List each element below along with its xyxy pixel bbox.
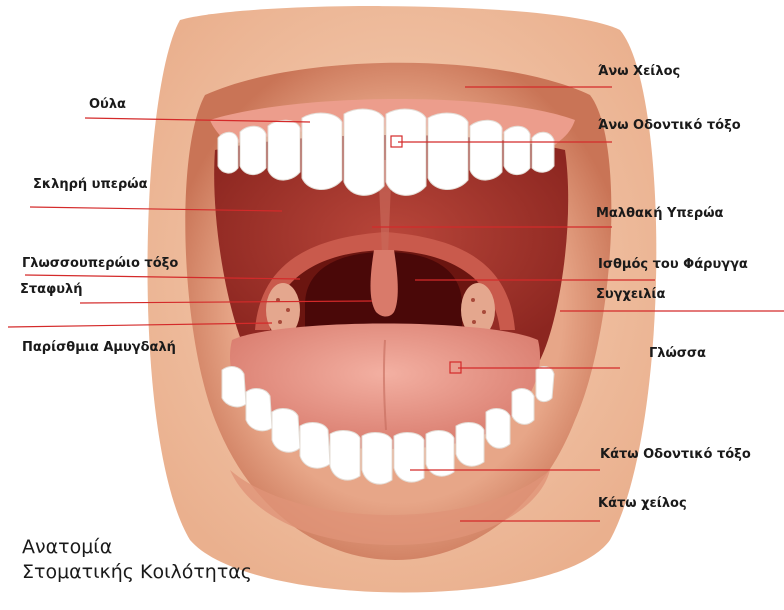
- uvula: [371, 250, 398, 317]
- label-ano-xeilos: Άνω Χείλος: [598, 64, 680, 80]
- title-line-2: Στοματικής Κοιλότητας: [22, 560, 252, 585]
- label-sygxeilia: Συγχειλία: [596, 287, 665, 303]
- label-paristhmia-amygdali: Παρίσθμια Αμυγδαλή: [22, 340, 176, 356]
- label-stafyli: Σταφυλή: [20, 282, 83, 298]
- label-glossoyperoio-toxo: Γλωσσουπερώιο τόξο: [22, 256, 178, 272]
- label-kato-xeilos: Κάτω χείλος: [598, 496, 687, 512]
- label-glossa: Γλώσσα: [649, 346, 706, 362]
- label-kato-odontiko-toxo: Κάτω Οδοντικό τόξο: [600, 447, 751, 463]
- label-skliri-yperoa: Σκληρή υπερώα: [33, 177, 148, 193]
- label-oula: Ούλα: [89, 97, 126, 113]
- label-ano-odontiko-toxo: Άνω Οδοντικό τόξο: [598, 118, 741, 134]
- label-isthmos-faryggas: Ισθμός του Φάρυγγα: [598, 257, 748, 273]
- title-line-1: Ανατομία: [22, 535, 252, 560]
- diagram-title: Ανατομία Στοματικής Κοιλότητας: [22, 535, 252, 585]
- label-malthaki-yperoa: Μαλθακή Υπερώα: [596, 206, 723, 222]
